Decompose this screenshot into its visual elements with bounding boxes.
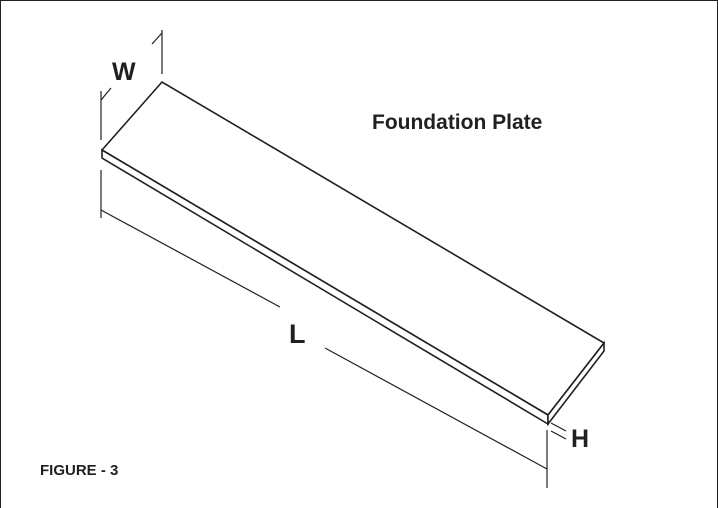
length-dim-line-right [324, 347, 548, 470]
figure-caption: FIGURE - 3 [40, 462, 118, 479]
width-dim-line-upper [151, 32, 163, 45]
height-dimension [550, 422, 567, 440]
plate-end-face [547, 340, 605, 427]
height-label: H [571, 425, 589, 453]
height-extension-bottom [550, 430, 567, 440]
length-label: L [289, 319, 306, 349]
length-dim-line-left [100, 209, 281, 308]
plate-drawing [100, 80, 606, 427]
width-dim-line-lower [100, 87, 112, 101]
width-dimension [100, 30, 163, 140]
length-dimension [100, 170, 548, 488]
figure-title: Foundation Plate [372, 111, 542, 134]
width-label: W [112, 58, 136, 86]
height-extension-top [550, 422, 567, 432]
